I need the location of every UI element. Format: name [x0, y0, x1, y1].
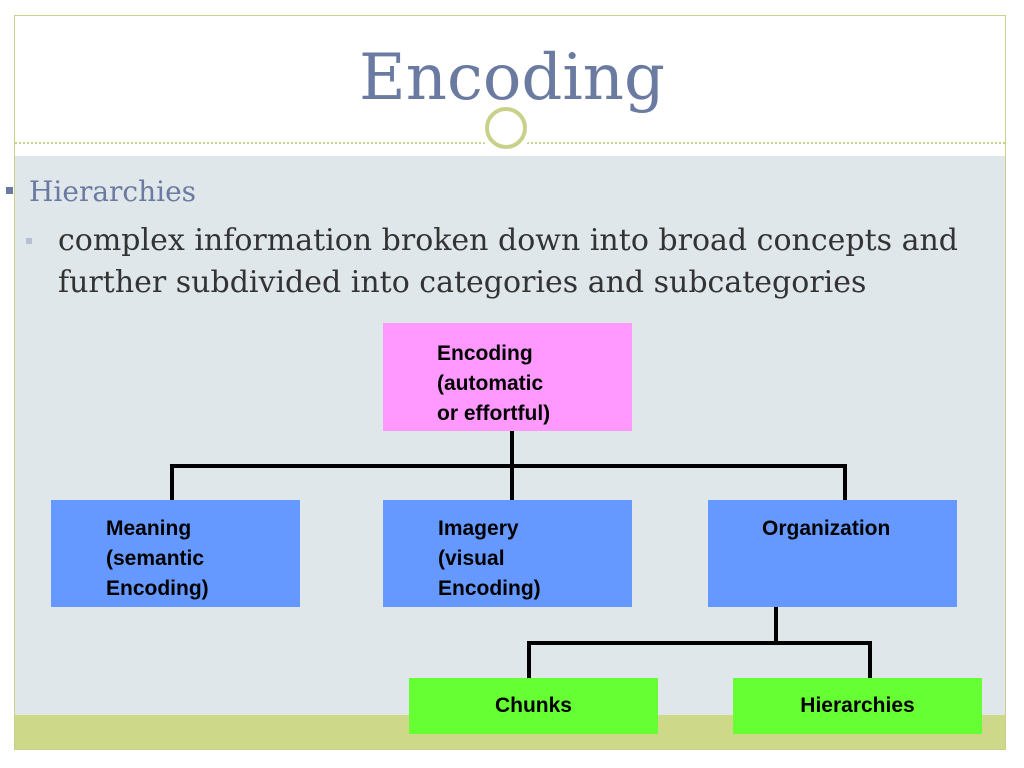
bullet-level-1: Hierarchies [6, 174, 196, 210]
square-bullet-icon [6, 187, 13, 194]
small-square-bullet-icon [26, 238, 32, 244]
node-label: Chunks [494, 694, 572, 717]
node-meaning: Meaning (semantic Encoding) [51, 500, 300, 607]
node-label: Meaning (semantic Encoding) [106, 517, 209, 600]
bullet-level-2: complex information broken down into bro… [26, 220, 986, 304]
node-hierarchies: Hierarchies [733, 678, 982, 734]
node-encoding-root: Encoding (automatic or effortful) [383, 323, 632, 431]
node-organization: Organization [708, 500, 957, 607]
node-label: Hierarchies [800, 694, 915, 717]
bullet-text-description: complex information broken down into bro… [58, 223, 958, 300]
circle-ornament-icon [480, 102, 532, 154]
node-imagery: Imagery (visual Encoding) [383, 500, 632, 607]
node-chunks: Chunks [409, 678, 658, 734]
node-label: Organization [762, 517, 891, 540]
bullet-text-hierarchies: Hierarchies [29, 175, 197, 208]
ornament-ring [485, 107, 527, 149]
node-label: Encoding (automatic or effortful) [437, 342, 551, 425]
node-label: Imagery (visual Encoding) [438, 517, 541, 600]
